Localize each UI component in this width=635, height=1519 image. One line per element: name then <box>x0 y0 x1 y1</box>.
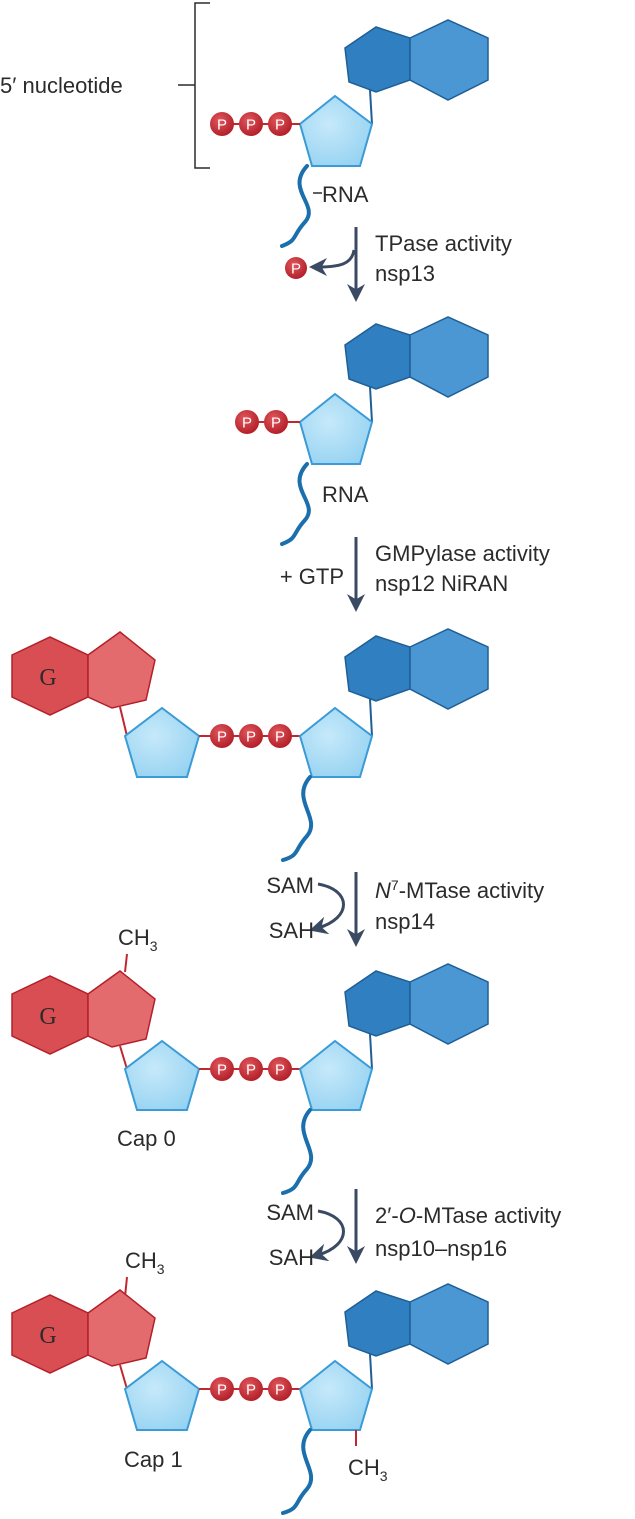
rna-label: RNA <box>322 182 369 207</box>
methylguanine-base-icon: G <box>11 970 156 1055</box>
triphosphate-bridge: P P P <box>210 1377 292 1401</box>
structure-gppp-rna: G P P P <box>11 628 489 862</box>
ribose-methyl-label: CH3 <box>348 1455 388 1484</box>
svg-text:G: G <box>39 1323 56 1349</box>
five-prime-nucleotide-label: 5′ nucleotide <box>0 73 123 98</box>
svg-text:P: P <box>246 1382 256 1399</box>
svg-text:P: P <box>246 729 256 746</box>
ribose-sugar-icon <box>298 392 374 465</box>
methyl-label: CH3 <box>118 925 158 954</box>
cap-ribose-icon <box>123 1039 201 1111</box>
triphosphate-group: P P P <box>210 112 292 136</box>
svg-text:P: P <box>217 1382 227 1399</box>
ribose-sugar-icon <box>298 1039 374 1111</box>
step1-activity: TPase activity <box>375 231 512 256</box>
svg-text:P: P <box>275 1382 285 1399</box>
svg-text:P: P <box>271 415 281 432</box>
svg-text:P: P <box>246 117 256 134</box>
rna-strand <box>280 164 311 248</box>
svg-text:P: P <box>217 117 227 134</box>
step2-enzyme: nsp12 NiRAN <box>375 571 508 596</box>
purine-base-icon <box>344 963 489 1045</box>
released-phosphate-icon <box>285 257 307 279</box>
structure-cap1: CH3 G P P P CH3 Cap 1 <box>11 1248 489 1515</box>
ribose-sugar-icon <box>298 94 374 167</box>
guanine-base-icon: G <box>11 631 156 716</box>
svg-text:P: P <box>275 729 285 746</box>
svg-text:G: G <box>39 1004 56 1030</box>
step3-activity: N7-MTase activity <box>375 877 544 903</box>
purine-base-icon <box>344 316 489 398</box>
rna-strand <box>281 1428 314 1515</box>
ribose-sugar-icon <box>298 1359 374 1431</box>
svg-text:P: P <box>217 729 227 746</box>
cap-ribose-icon <box>123 1359 201 1431</box>
svg-text:P: P <box>275 1062 285 1079</box>
step3-product: SAH <box>269 918 314 943</box>
structure-cap0: CH3 G P P P Cap 0 <box>11 925 489 1195</box>
step4-donor: SAM <box>266 1200 314 1225</box>
cap1-label: Cap 1 <box>124 1447 183 1472</box>
ribose-sugar-icon <box>298 706 374 778</box>
rna-strand <box>280 462 311 546</box>
svg-text:P: P <box>217 1062 227 1079</box>
nucleotide-bracket <box>178 2 210 169</box>
step4-activity: 2′-O-MTase activity <box>375 1203 561 1228</box>
step1-enzyme: nsp13 <box>375 261 435 286</box>
step2-input: + GTP <box>280 564 344 589</box>
svg-text:P: P <box>275 117 285 134</box>
svg-text:G: G <box>39 665 56 691</box>
triphosphate-bridge: P P P <box>210 1057 292 1081</box>
svg-text:P: P <box>246 1062 256 1079</box>
rna-strand <box>281 1108 314 1195</box>
diphosphate-group: P P <box>235 410 288 434</box>
purine-base-icon <box>344 19 489 101</box>
structure-diphosphate-rna: P P RNA <box>235 316 489 546</box>
purine-base-icon <box>344 628 489 710</box>
step-2o-mtase: SAM SAH 2′-O-MTase activity nsp10–nsp16 <box>266 1189 561 1270</box>
svg-text:P: P <box>291 261 301 278</box>
cap0-label: Cap 0 <box>117 1126 176 1151</box>
svg-text:P: P <box>242 415 252 432</box>
triphosphate-bridge: P P P <box>210 724 292 748</box>
cap-ribose-icon <box>123 706 201 778</box>
step4-enzyme: nsp10–nsp16 <box>375 1236 507 1261</box>
rna-label: RNA <box>322 482 369 507</box>
step4-product: SAH <box>269 1245 314 1270</box>
purine-base-icon <box>344 1283 489 1365</box>
step2-activity: GMPylase activity <box>375 541 550 566</box>
step-tpase: P TPase activity nsp13 <box>285 227 512 302</box>
step3-enzyme: nsp14 <box>375 909 435 934</box>
step3-donor: SAM <box>266 873 314 898</box>
methyl-label: CH3 <box>125 1248 165 1277</box>
structure-triphosphate-rna: 5′ nucleotide P P P RNA <box>0 2 489 248</box>
rna-strand <box>281 775 314 862</box>
step-n7-mtase: SAM SAH N7-MTase activity nsp14 <box>266 872 544 947</box>
step-gmpylase: + GTP GMPylase activity nsp12 NiRAN <box>280 537 550 612</box>
methylguanine-base-icon: G <box>11 1289 156 1374</box>
